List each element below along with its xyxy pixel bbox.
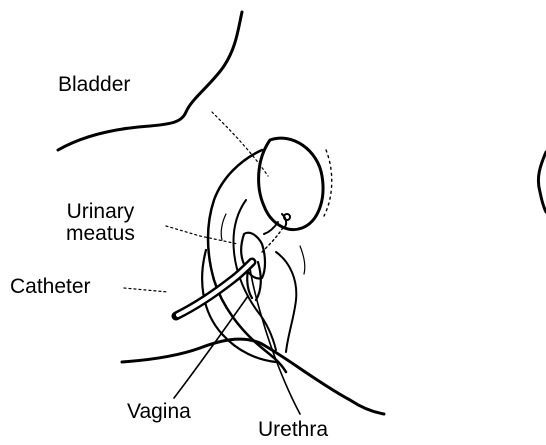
label-bladder: Bladder: [58, 74, 130, 96]
catheter-leader: [124, 288, 168, 292]
right-body-edge: [538, 152, 546, 212]
meatus-ring: [284, 214, 290, 220]
label-urethra: Urethra: [258, 419, 328, 441]
meatus-dotted-path: [262, 226, 284, 252]
meatus-leader: [166, 226, 238, 244]
label-catheter: Catheter: [10, 276, 91, 298]
label-vagina: Vagina: [127, 401, 191, 423]
hood-dots: [324, 150, 332, 216]
label-urinary-meatus-line2: meatus: [66, 223, 135, 245]
label-urinary-meatus-line1: Urinary: [66, 201, 135, 223]
labia-inner-fold-right: [276, 252, 296, 352]
label-urinary-meatus: Urinary meatus: [66, 201, 135, 245]
